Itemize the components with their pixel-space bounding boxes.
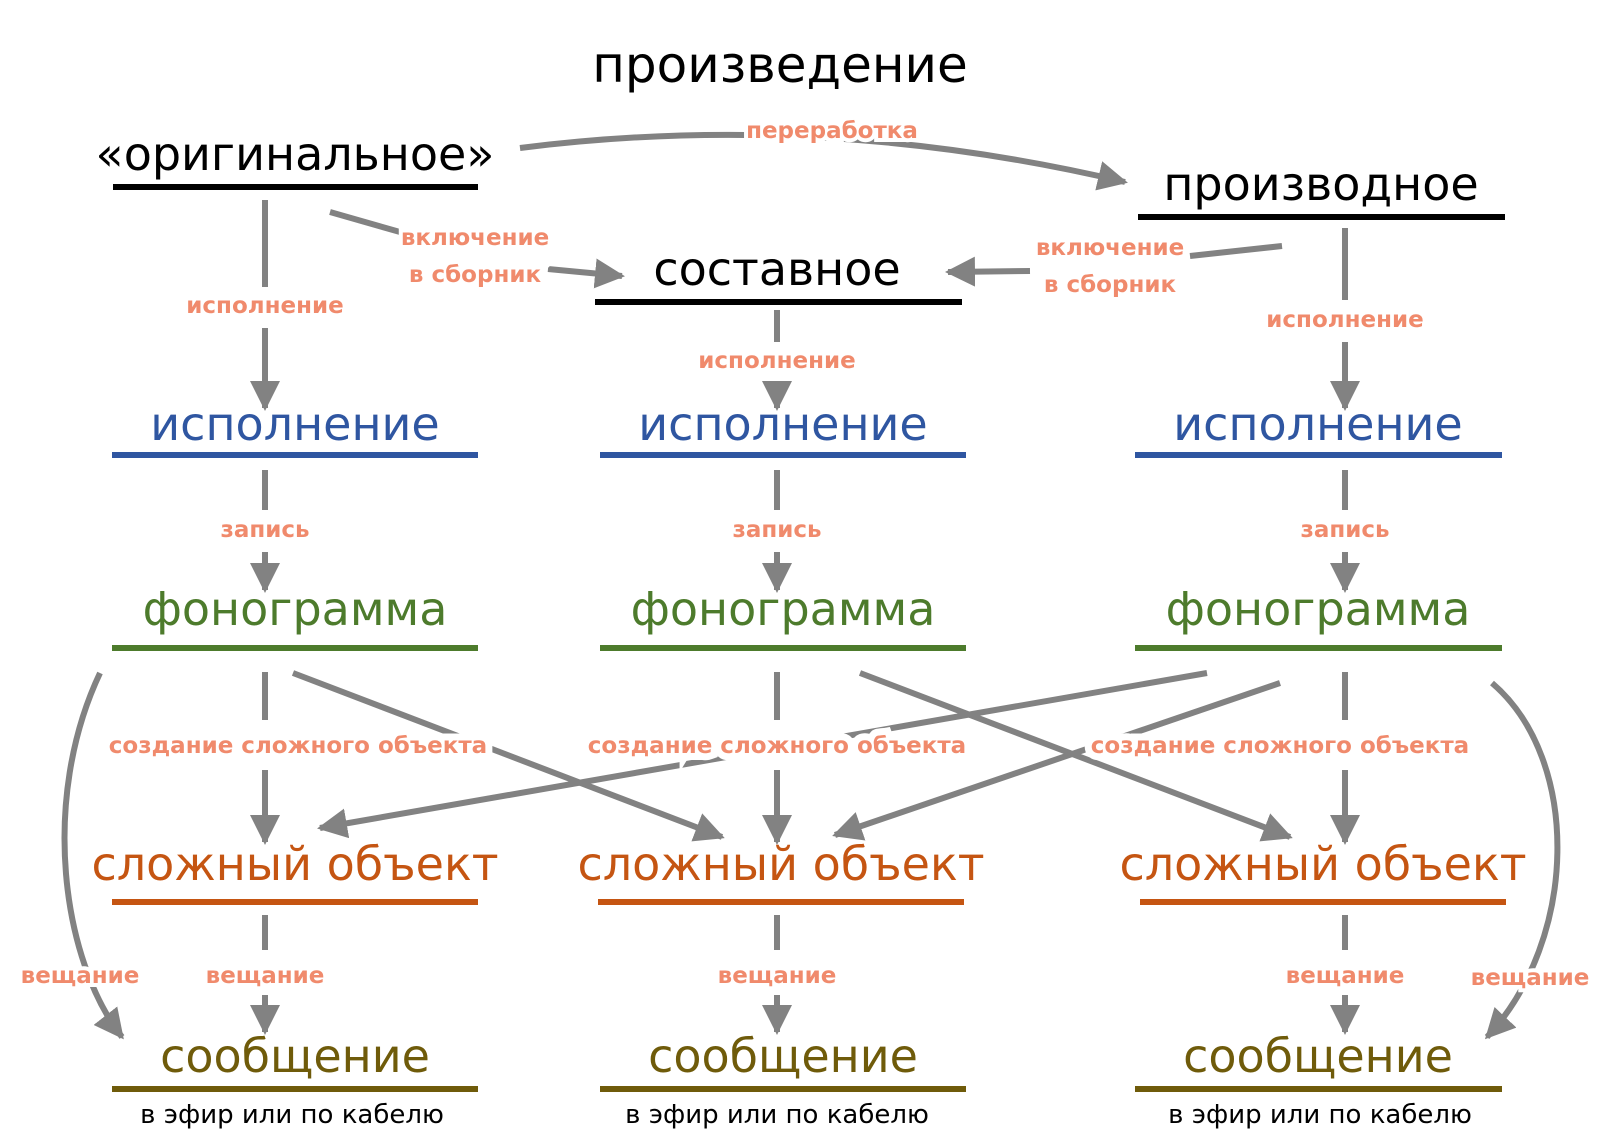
edge-cross-c1-to-c2	[291, 670, 725, 842]
node-phonogram-c3: фонограмма	[1166, 582, 1471, 636]
edge-inclusion-left-a	[329, 209, 401, 235]
node-message-c1: сообщение	[160, 1029, 430, 1083]
node-message-c3: сообщение	[1183, 1029, 1453, 1083]
edge-broadcast-outer-left	[61, 671, 125, 1040]
edge-broadcast-outer-right	[1484, 680, 1561, 1040]
label-recording-c3: запись	[1300, 517, 1389, 543]
edges	[61, 131, 1561, 1040]
label-broadcast-c2: вещание	[718, 963, 837, 989]
node-original: «оригинальное»	[96, 127, 495, 181]
label-inclusion-left-1: включение	[401, 225, 549, 251]
label-performance-c1: исполнение	[186, 293, 343, 319]
node-complex-c2: сложный объект	[577, 837, 984, 891]
label-processing: переработка	[746, 118, 918, 144]
diagram-title: произведение	[592, 36, 968, 94]
label-broadcast-outer-right: вещание	[1471, 965, 1590, 991]
edge-inclusion-right-a	[1189, 243, 1283, 259]
node-message-c2: сообщение	[648, 1029, 918, 1083]
edge-cross-c3-to-c2	[832, 680, 1281, 841]
label-broadcast-c3: вещание	[1286, 963, 1405, 989]
label-inclusion-right-2: в сборник	[1044, 272, 1177, 298]
node-message-sub-c3: в эфир или по кабелю	[1168, 1100, 1472, 1130]
edge-cross-c3-to-c1	[317, 670, 1208, 839]
edge-inclusion-left-b	[547, 258, 625, 289]
edge-labels: переработка включение в сборник включени…	[17, 114, 1594, 995]
node-message-sub-c1: в эфир или по кабелю	[140, 1100, 444, 1130]
label-inclusion-left-2: в сборник	[409, 262, 542, 288]
underlines	[112, 184, 1506, 1092]
node-message-sub-c2: в эфир или по кабелю	[625, 1100, 929, 1130]
label-complex-creation-c2: создание сложного объекта	[588, 733, 966, 759]
node-phonogram-c1: фонограмма	[143, 582, 448, 636]
label-broadcast-outer-left: вещание	[21, 963, 140, 989]
node-composite: составное	[653, 242, 900, 296]
label-complex-creation-c3: создание сложного объекта	[1091, 733, 1469, 759]
label-inclusion-right-1: включение	[1036, 235, 1184, 261]
label-recording-c1: запись	[220, 517, 309, 543]
label-performance-c2: исполнение	[698, 348, 855, 374]
label-broadcast-c1: вещание	[206, 963, 325, 989]
node-performance-c3: исполнение	[1173, 397, 1462, 451]
node-phonogram-c2: фонограмма	[631, 582, 936, 636]
label-performance-c3: исполнение	[1266, 307, 1423, 333]
node-derivative: производное	[1163, 157, 1478, 211]
node-performance-c1: исполнение	[150, 397, 439, 451]
node-complex-c1: сложный объект	[91, 837, 498, 891]
nodes: произведение «оригинальное» производное …	[91, 36, 1526, 1130]
node-performance-c2: исполнение	[638, 397, 927, 451]
label-recording-c2: запись	[732, 517, 821, 543]
edge-inclusion-right-b	[945, 256, 1031, 287]
label-complex-creation-c1: создание сложного объекта	[109, 733, 487, 759]
node-complex-c3: сложный объект	[1119, 837, 1526, 891]
edge-processing	[519, 131, 1128, 191]
